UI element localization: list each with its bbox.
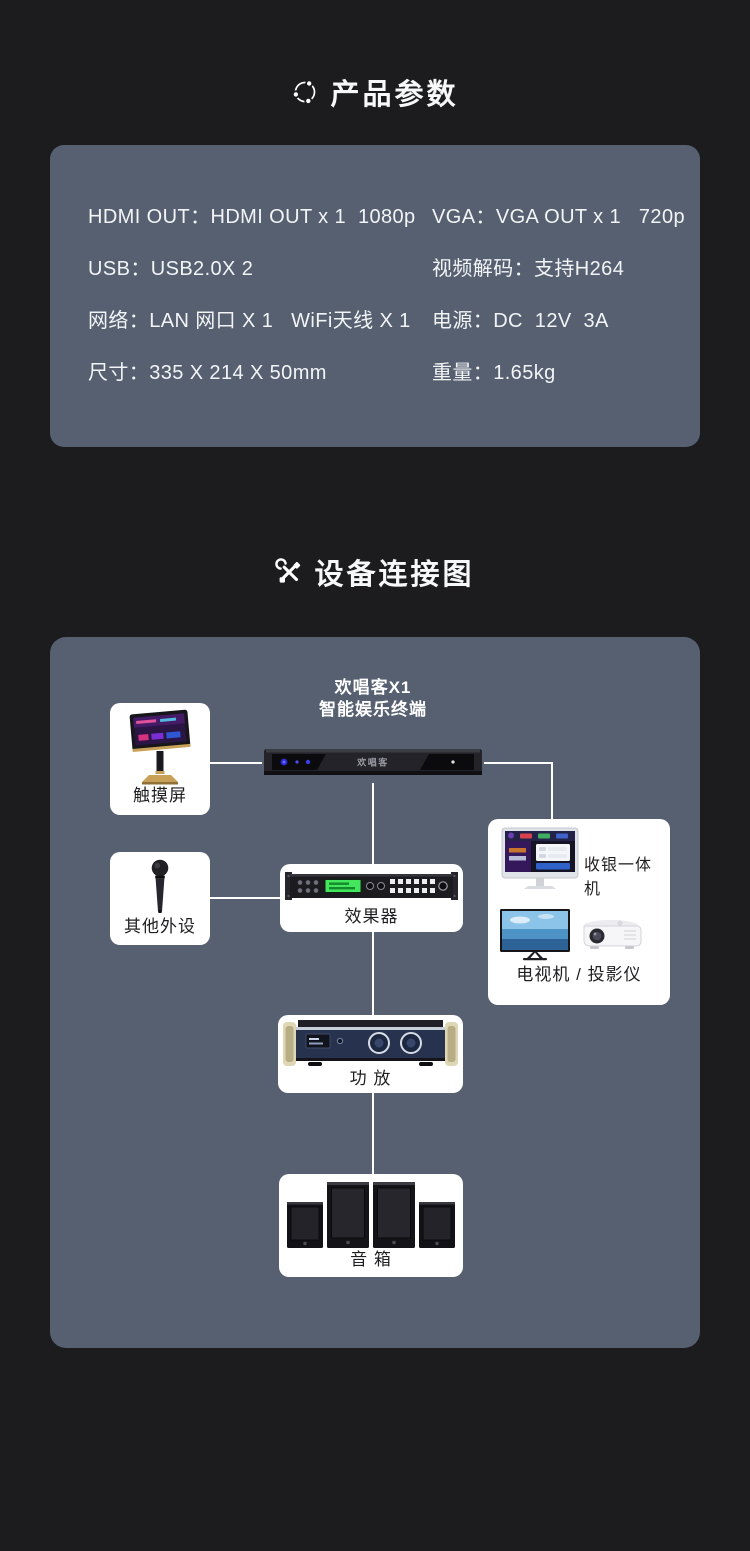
spec-row-decode: 视频解码：支持H264 bbox=[432, 243, 685, 295]
node-cashier-display: 收银一体机 bbox=[488, 819, 670, 1005]
spec-column-right: VGA：VGA OUT x 1 720p 视频解码：支持H264 电源：DC 1… bbox=[432, 191, 685, 399]
tv-image bbox=[500, 909, 570, 961]
terminal-name-line2: 智能娱乐终端 bbox=[319, 700, 427, 719]
spec-card: HDMI OUT：HDMI OUT x 1 1080p USB：USB2.0X … bbox=[50, 145, 700, 447]
spec-row-hdmi: HDMI OUT：HDMI OUT x 1 1080p bbox=[88, 191, 416, 243]
connector-terminal-effects bbox=[372, 783, 374, 864]
spec-label: USB： bbox=[88, 258, 151, 280]
node-speakers: 音 箱 bbox=[279, 1174, 463, 1277]
share-nodes-icon bbox=[292, 79, 316, 105]
section-header-params: 产品参数 bbox=[0, 72, 750, 112]
spec-label: HDMI OUT： bbox=[88, 206, 211, 228]
speakers-image bbox=[287, 1182, 455, 1248]
spec-row-vga: VGA：VGA OUT x 1 720p bbox=[432, 191, 685, 243]
amplifier-label: 功 放 bbox=[349, 1069, 392, 1088]
spec-label: 电源： bbox=[432, 310, 494, 332]
terminal-name-line1: 欢唱客X1 bbox=[334, 678, 412, 697]
connector-peripherals-effects bbox=[210, 897, 280, 899]
section-header-diagram: 设备连接图 bbox=[0, 552, 750, 592]
spec-label: 视频解码： bbox=[432, 258, 534, 280]
connector-effects-amp bbox=[372, 932, 374, 1015]
tools-icon bbox=[275, 558, 301, 583]
connector-terminal-cashier-v bbox=[551, 762, 553, 819]
projector-image bbox=[583, 920, 642, 949]
spec-row-weight: 重量：1.65kg bbox=[432, 347, 685, 399]
spec-value: 335 X 214 X 50mm bbox=[149, 362, 327, 384]
spec-label: VGA： bbox=[432, 206, 496, 228]
spec-value: VGA OUT x 1 720p bbox=[495, 206, 685, 228]
spec-value: USB2.0X 2 bbox=[150, 258, 254, 280]
spec-value: DC 12V 3A bbox=[493, 310, 609, 332]
terminal-name: 欢唱客X1 智能娱乐终端 bbox=[273, 677, 473, 721]
connector-amp-speakers bbox=[372, 1093, 374, 1174]
peripherals-label: 其他外设 bbox=[124, 917, 196, 936]
connector-terminal-cashier-h bbox=[484, 762, 553, 764]
spec-row-network: 网络：LAN 网口 X 1 WiFi天线 X 1 bbox=[88, 295, 416, 347]
terminal-device-image: 欢唱客 bbox=[264, 749, 482, 775]
amplifier-image bbox=[283, 1020, 458, 1066]
spec-row-size: 尺寸：335 X 214 X 50mm bbox=[88, 347, 416, 399]
connection-diagram: 欢唱客X1 智能娱乐终端 欢唱客 bbox=[50, 637, 700, 1348]
diagram-section-title: 设备连接图 bbox=[314, 559, 475, 591]
spec-value: HDMI OUT x 1 1080p bbox=[210, 206, 416, 228]
touch-screen-label: 触摸屏 bbox=[133, 786, 187, 805]
params-section-title: 产品参数 bbox=[330, 79, 459, 111]
spec-row-usb: USB：USB2.0X 2 bbox=[88, 243, 416, 295]
node-amplifier: 功 放 bbox=[278, 1015, 463, 1093]
spec-label: 重量： bbox=[432, 362, 494, 384]
tv-projector-label: 电视机 / 投影仪 bbox=[516, 965, 642, 984]
spec-value: 1.65kg bbox=[493, 362, 556, 384]
spec-label: 尺寸： bbox=[88, 362, 150, 384]
cashier-label: 收银一体机 bbox=[584, 857, 653, 898]
effects-processor-image bbox=[285, 872, 458, 900]
spec-value: 支持H264 bbox=[534, 258, 625, 280]
spec-column-left: HDMI OUT：HDMI OUT x 1 1080p USB：USB2.0X … bbox=[88, 191, 416, 399]
node-effects: 效果器 bbox=[280, 864, 463, 932]
node-peripherals: 其他外设 bbox=[110, 852, 210, 945]
spec-value: LAN 网口 X 1 WiFi天线 X 1 bbox=[149, 310, 411, 332]
terminal-faceplate-logo: 欢唱客 bbox=[356, 757, 389, 768]
effects-label: 效果器 bbox=[344, 907, 399, 926]
connector-touch-terminal bbox=[210, 762, 262, 764]
spec-label: 网络： bbox=[88, 310, 150, 332]
node-touch-screen: 触摸屏 bbox=[110, 703, 210, 815]
cashier-monitor-image bbox=[501, 827, 579, 889]
microphone-image bbox=[151, 859, 169, 913]
touch-screen-image bbox=[129, 709, 191, 785]
spec-row-power: 电源：DC 12V 3A bbox=[432, 295, 685, 347]
speakers-label: 音 箱 bbox=[350, 1250, 392, 1269]
